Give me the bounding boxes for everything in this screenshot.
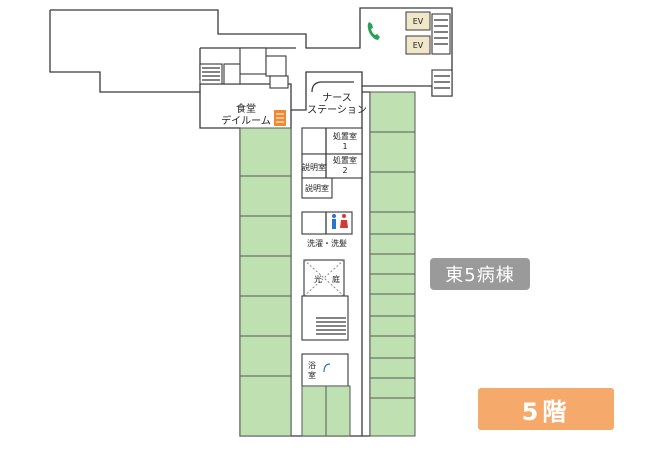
room-block [239,47,267,75]
stairs-core [301,295,349,341]
ward-room [239,215,292,257]
courtyard-label-2: 庭 [332,274,340,284]
core-rooms: 処置室 1 処置室 2 説明室 説明室 洗濯・洗髪 光 庭 [301,127,363,437]
room-block [265,55,287,77]
courtyard-label-1: 光 [314,274,322,284]
stairs-north-east [431,69,453,97]
ward-room [239,375,292,437]
courtyard-diagonal [303,259,345,297]
female-toilet-icon [340,214,348,228]
courtyard-diagonal [303,259,345,297]
dining-room: 食堂 デイルーム [221,102,286,127]
treatment-1-num: 1 [342,142,347,151]
shower-icon [323,363,331,373]
treatment-room-1 [301,127,363,155]
floor-badge: 5階 [478,388,614,430]
nurse-label-2: ステーション [307,105,367,116]
elevator-1-label: EV [413,17,424,26]
nurse-label-1: ナース [322,92,352,104]
bath-room [301,353,349,387]
ward-room [301,385,327,437]
ward-east [369,91,416,437]
elevator-2-label: EV [413,41,424,50]
elevator-block: EV EV [405,11,451,55]
wash-label: 洗濯・洗髪 [307,238,347,248]
treatment-1-label: 処置室 [333,131,357,141]
ward-west [239,127,292,437]
male-toilet-icon [332,214,336,229]
ward-room [239,127,292,177]
ward-room [239,295,292,337]
stairs-north-west [199,63,223,85]
room-block [269,75,289,89]
explain-room-1-label: 説明室 [302,162,326,172]
nurse-station: ナース ステーション [307,92,367,116]
explain-room-2-label: 説明室 [305,183,329,193]
ward-room [325,385,351,437]
bath-label-1: 浴 [308,360,316,370]
explain-room-2 [301,177,333,199]
elevator-1 [405,11,431,31]
ward-room [239,175,292,217]
bath-label-2: 室 [308,370,316,380]
wash-room [301,211,353,235]
vending-machine-icon [274,110,286,126]
ward-name-badge: 東5病棟 [430,258,530,290]
treatment-2-num: 2 [342,166,347,175]
dining-label-2: デイルーム [221,114,271,127]
nurse-counter [311,81,354,93]
elevator-2 [405,35,431,55]
ward-room [239,335,292,377]
phone-icon [367,22,380,40]
room-block [223,63,241,85]
ward-room [239,255,292,297]
treatment-room-2 [301,153,363,179]
dining-label-1: 食堂 [236,102,256,115]
treatment-2-label: 処置室 [333,155,357,165]
